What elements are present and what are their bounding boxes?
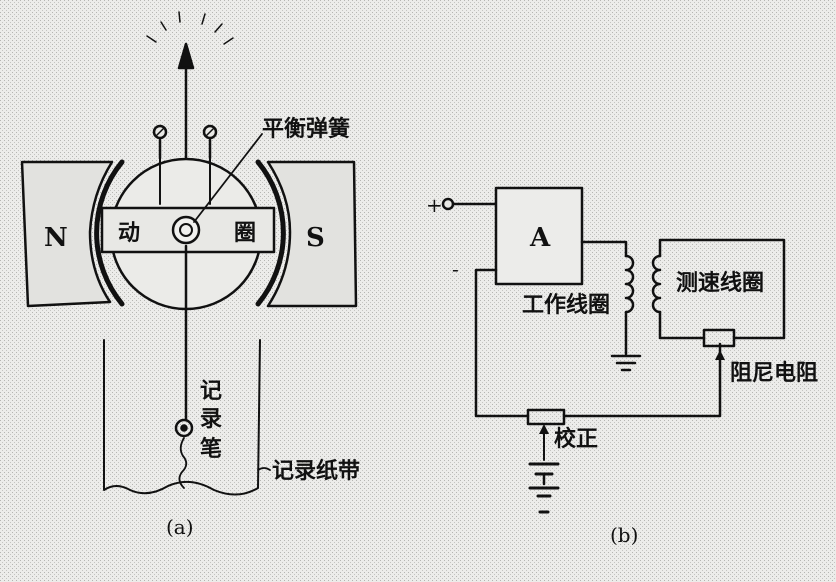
calibration-return-wire (562, 342, 722, 418)
balance-spring-outer (171, 215, 201, 245)
plus-terminal-label: + (426, 193, 443, 217)
north-magnet (20, 160, 114, 308)
south-pole-label: S (306, 223, 325, 253)
diagram-a-moving-coil-recorder (20, 11, 358, 496)
minus-loop-wire (474, 268, 530, 418)
pen-label-char-1: 记 (200, 378, 222, 404)
recording-paper-strip (103, 339, 261, 496)
output-wire (580, 240, 628, 258)
speed-coil (651, 254, 662, 314)
amplifier-box (494, 186, 584, 286)
damping-wiper-arrow (715, 350, 725, 360)
balance-spring-inner (179, 223, 193, 237)
coil-label-char-1: 动 (118, 220, 140, 246)
pen-label-char-3: 笔 (200, 436, 222, 462)
battery-symbol (528, 462, 560, 514)
paper-tape-label: 记录纸带 (272, 458, 360, 484)
speed-coil-label: 测速线圈 (676, 270, 764, 296)
balance-spring-label: 平衡弹簧 (262, 116, 350, 142)
caption-b: (b) (610, 523, 638, 547)
north-pole-label: N (44, 223, 68, 253)
calibration-label: 校正 (554, 426, 598, 452)
working-coil-label: 工作线圈 (522, 292, 610, 318)
working-coil (624, 254, 635, 356)
pointer-arrowhead (177, 42, 195, 70)
pen-label-char-2: 录 (200, 406, 222, 432)
paper-tape-leader (257, 467, 271, 471)
south-magnet (266, 160, 358, 308)
input-terminal (441, 197, 455, 211)
diagram-b-feedback-circuit (441, 186, 786, 514)
recording-pen-tip (174, 418, 194, 438)
amplifier-label: A (529, 223, 551, 253)
south-pole-shoe (255, 159, 286, 307)
speed-coil-bottom-wire (658, 310, 706, 340)
minus-terminal-label: - (452, 257, 459, 281)
caption-a: (a) (166, 515, 194, 539)
north-pole-shoe (94, 159, 125, 307)
damping-resistor (702, 328, 736, 348)
balance-spring-leader (193, 133, 263, 223)
pen-trace (178, 437, 188, 489)
coil-label-char-2: 圈 (234, 220, 256, 246)
damping-resistor-label: 阻尼电阻 (730, 360, 818, 386)
pointer-sparkle-marks (146, 11, 234, 45)
speed-coil-top-wire (658, 238, 786, 340)
ground-symbol (610, 354, 642, 372)
